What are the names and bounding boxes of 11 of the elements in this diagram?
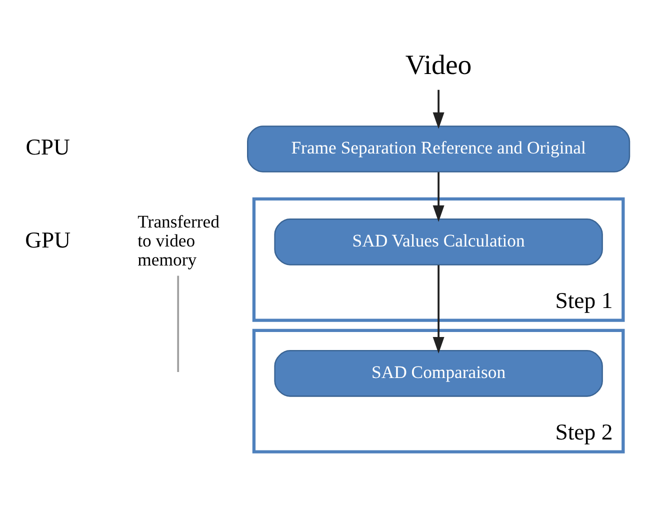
connector [177,276,180,372]
node-box: SAD Values Calculation [274,218,603,266]
node-box: Frame Separation Reference and Original [247,126,630,172]
arrow [432,172,444,222]
arrow [432,265,444,354]
node-text: Transferred to video memory [138,212,220,270]
node-box: SAD Comparaison [274,350,603,397]
arrow [432,90,444,129]
label: GPU [25,228,71,252]
node-text: Video [405,50,472,81]
label: CPU [26,134,70,160]
